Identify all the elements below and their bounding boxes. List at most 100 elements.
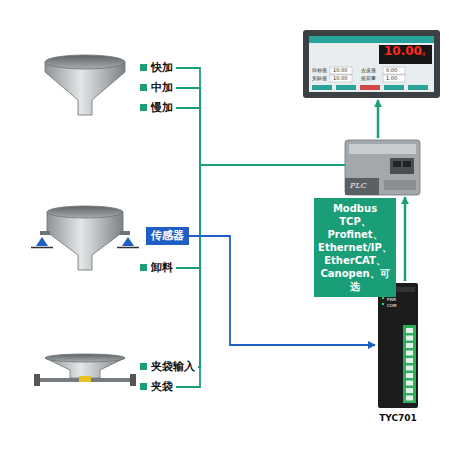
- hmi-button: [384, 85, 404, 90]
- value-cell: [383, 75, 405, 82]
- hmi-field: 10.00: [333, 75, 347, 82]
- terminal-screw: [406, 366, 413, 371]
- signal-line: [377, 100, 380, 138]
- signal-label: 中加: [140, 81, 173, 95]
- hmi-title-bar: [309, 36, 434, 43]
- hopper-body: [45, 62, 125, 115]
- hmi-display: [309, 36, 434, 92]
- hmi-field: 0.00: [386, 67, 397, 74]
- load-cell-base: [117, 247, 139, 249]
- load-cell: [122, 237, 134, 246]
- node-text: 慢加: [151, 101, 173, 115]
- terminal-screw: [406, 336, 413, 341]
- node-text: 传感器: [151, 229, 184, 243]
- hmi-field: 实际值: [312, 75, 327, 82]
- sensor-box: 传感器: [146, 227, 189, 245]
- status-led: [382, 297, 384, 299]
- module-box: TYC701: [378, 283, 418, 426]
- plc-terminal: [384, 180, 416, 190]
- signal-label: 慢加: [140, 101, 173, 115]
- bullet-square: [140, 264, 147, 271]
- hmi-button: [336, 85, 356, 90]
- device-text: PLC: [350, 181, 367, 191]
- status-led: [382, 303, 384, 305]
- hopper-lug: [40, 231, 50, 235]
- plc-device: [345, 140, 420, 195]
- terminal-screw: [406, 343, 413, 348]
- bullet-square: [140, 104, 147, 111]
- load-cell: [36, 237, 48, 246]
- led-label: PWR: [387, 296, 396, 303]
- device-text: kg: [419, 50, 425, 56]
- plc-top-strip: [349, 144, 416, 154]
- bullet-square: [140, 64, 147, 71]
- signal-line: [404, 197, 407, 281]
- hopper-lug: [120, 231, 130, 235]
- fast-hopper: [45, 55, 125, 115]
- hmi-button: [312, 85, 332, 90]
- plc-box: PLC: [345, 140, 420, 195]
- hmi-field: 1.00: [386, 75, 397, 82]
- plc-socket: [403, 161, 411, 167]
- plc-socket: [393, 161, 401, 167]
- clamp-arm: [130, 374, 136, 386]
- bullet-square: [140, 363, 147, 370]
- terminal-screw: [406, 328, 413, 333]
- terminal-screws: [406, 328, 413, 401]
- terminal-screw: [406, 358, 413, 363]
- protocol-label: Modbus TCP、 Profinet、 Ethernet/IP、 Ether…: [314, 198, 396, 297]
- hmi-field: 10.00: [333, 67, 347, 74]
- funnel-rim: [45, 354, 125, 362]
- signal-label: 快加: [140, 61, 173, 75]
- node-text: 卸料: [151, 261, 173, 275]
- bullet-square: [140, 383, 147, 390]
- signal-label: 夹袋: [140, 380, 173, 394]
- terminal-block: [403, 325, 416, 403]
- module-housing: [378, 283, 418, 408]
- led-label: COM: [387, 302, 396, 309]
- bullet-square: [140, 84, 147, 91]
- hmi-button: [360, 85, 380, 90]
- node-text: 中加: [151, 81, 173, 95]
- signal-line: [176, 68, 345, 165]
- node-text: 夹袋输入: [151, 360, 195, 374]
- clamp-jaw: [79, 376, 91, 382]
- plc-housing: [345, 140, 420, 195]
- bag-clamp: [34, 354, 136, 386]
- clamp-arm: [34, 374, 40, 386]
- hmi-field: 目标值: [312, 67, 327, 74]
- terminal-screw: [406, 373, 413, 378]
- hmi-field: 去皮值: [361, 67, 376, 74]
- hmi-panel: 10.00kg: [303, 30, 440, 98]
- device-text: 10.00: [384, 44, 422, 58]
- signal-line: [176, 108, 345, 165]
- hopper-rim: [47, 206, 123, 218]
- hmi-field: 提前量: [361, 75, 376, 82]
- terminal-screw: [406, 351, 413, 356]
- terminal-screw: [406, 381, 413, 386]
- node-text: 快加: [151, 61, 173, 75]
- value-cell: [330, 67, 352, 74]
- plc-badge: [345, 178, 379, 195]
- value-cell: [330, 75, 352, 82]
- device-text: TYC701: [368, 413, 428, 424]
- terminal-screw: [406, 396, 413, 401]
- hopper-body: [47, 212, 123, 270]
- tyc701-module: [378, 283, 418, 408]
- hmi-button: [408, 85, 428, 90]
- signal-line: [176, 88, 345, 165]
- weigh-hopper: [31, 206, 139, 270]
- hmi-screen: [303, 30, 440, 98]
- plc-port: [390, 158, 414, 174]
- value-cell: [383, 67, 405, 74]
- signal-label: 卸料: [140, 261, 173, 275]
- hopper-rim: [45, 55, 125, 69]
- signal-label: 夹袋输入: [140, 360, 195, 374]
- terminal-screw: [406, 388, 413, 393]
- hmi-frame: [303, 30, 440, 98]
- node-text: 夹袋: [151, 380, 173, 394]
- weight-display: [379, 45, 432, 64]
- load-cell-base: [31, 247, 53, 249]
